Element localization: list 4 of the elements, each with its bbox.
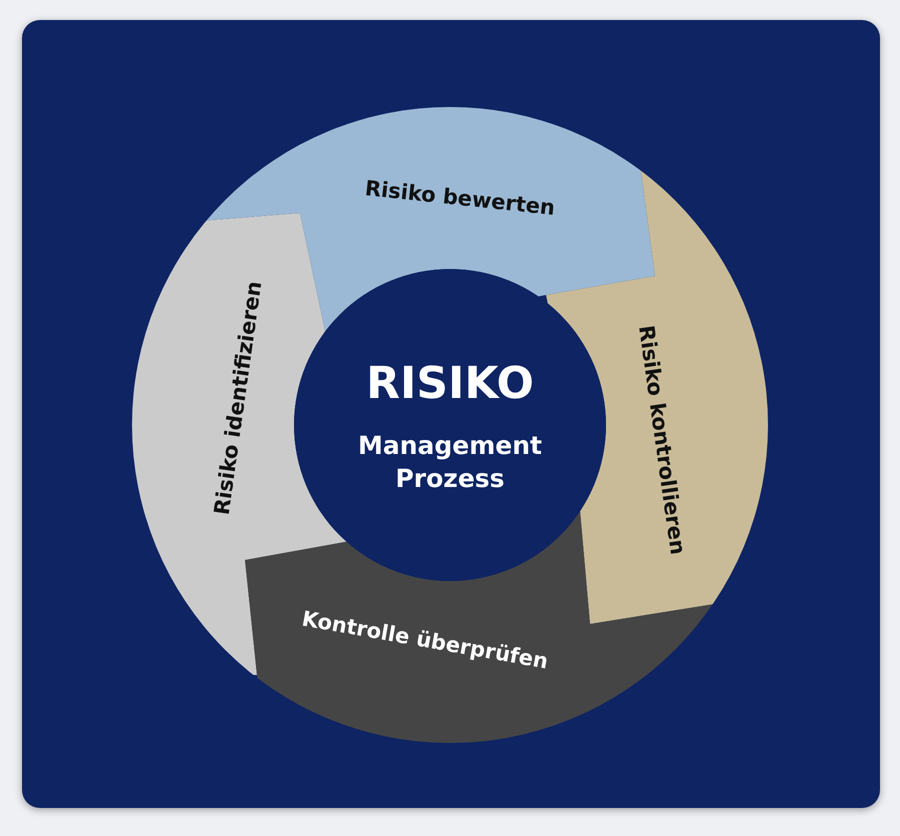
center-title: RISIKO	[365, 356, 535, 411]
center-subtitle: Management Prozess	[356, 430, 544, 495]
segment-label: Risiko kontrollieren	[634, 324, 690, 556]
segment-label: Risiko bewerten	[364, 176, 556, 220]
